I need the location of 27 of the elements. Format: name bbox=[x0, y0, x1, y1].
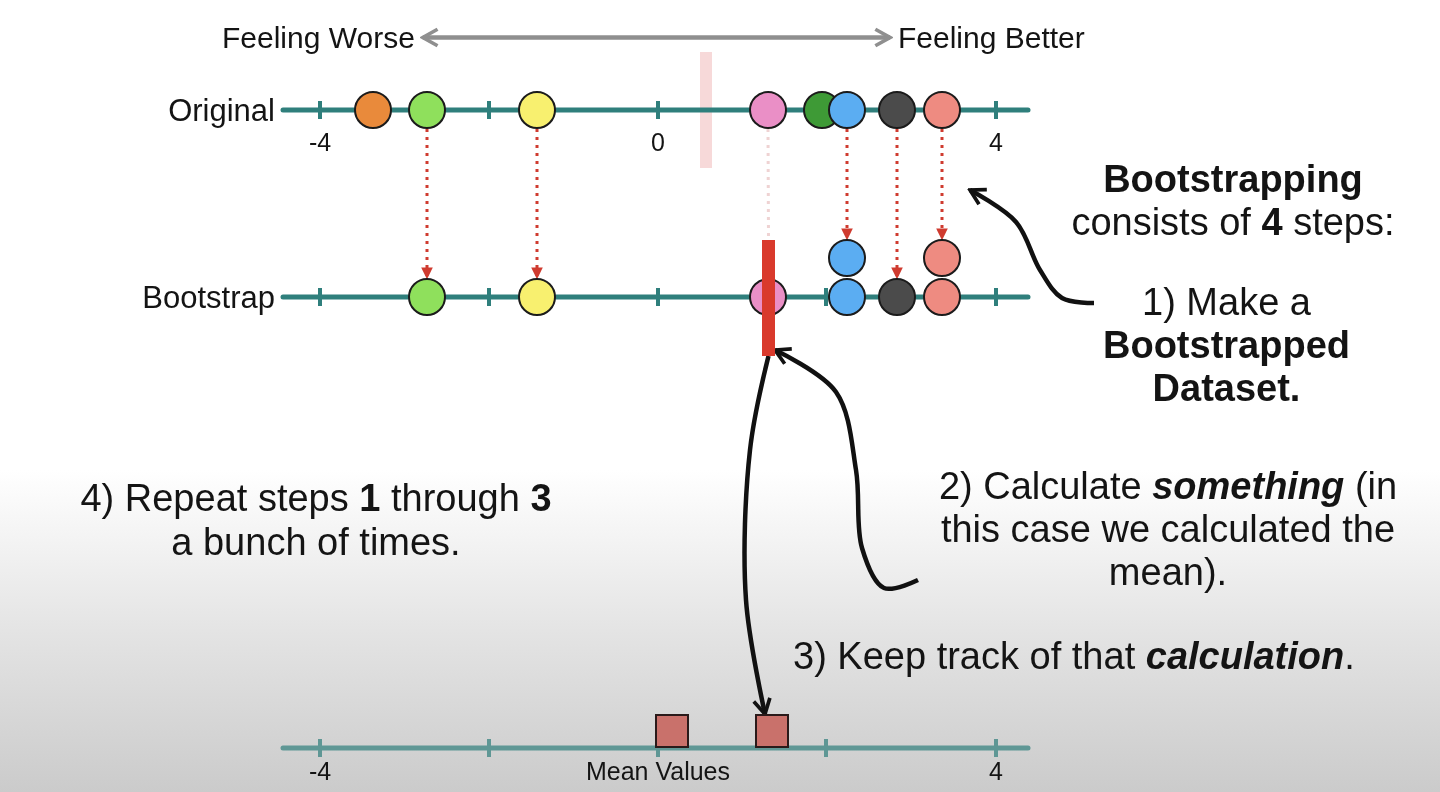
curved-arrow bbox=[742, 355, 772, 716]
dotted-arrow bbox=[531, 129, 543, 280]
tick-label: 0 bbox=[650, 127, 666, 157]
direction-label: Feeling Better bbox=[890, 20, 1093, 55]
double-arrow bbox=[421, 27, 892, 48]
mean-value-marker bbox=[655, 714, 689, 748]
tick-label: -4 bbox=[307, 127, 333, 157]
tick-label: 4 bbox=[988, 127, 1004, 157]
step-text: 3) Keep track of that calculation. bbox=[793, 635, 1355, 678]
mean-value-marker bbox=[755, 714, 789, 748]
curved-arrow bbox=[773, 347, 919, 592]
axis-label: Bootstrap bbox=[141, 279, 275, 316]
dotted-arrow bbox=[841, 129, 853, 241]
axis-label: Original bbox=[167, 92, 275, 129]
step-text: 2) Calculate something (in this case we calculated the mean). bbox=[918, 465, 1418, 594]
step-text: 4) Repeat steps 1 through 3 a bunch of times. bbox=[79, 476, 553, 564]
dotted-arrow bbox=[421, 129, 433, 280]
mean-bar bbox=[762, 240, 775, 356]
step-text: 1) Make a Bootstrapped Dataset. bbox=[1094, 281, 1359, 410]
heading-text: Bootstrapping consists of 4 steps: bbox=[1070, 158, 1396, 244]
curved-arrow bbox=[968, 187, 1095, 306]
direction-label: Feeling Worse bbox=[214, 20, 423, 55]
axis-label: Mean Values bbox=[584, 756, 732, 786]
tick-label: 4 bbox=[988, 756, 1004, 786]
dotted-arrow bbox=[936, 129, 948, 241]
tick-label: -4 bbox=[307, 756, 333, 786]
dotted-arrow bbox=[891, 129, 903, 280]
